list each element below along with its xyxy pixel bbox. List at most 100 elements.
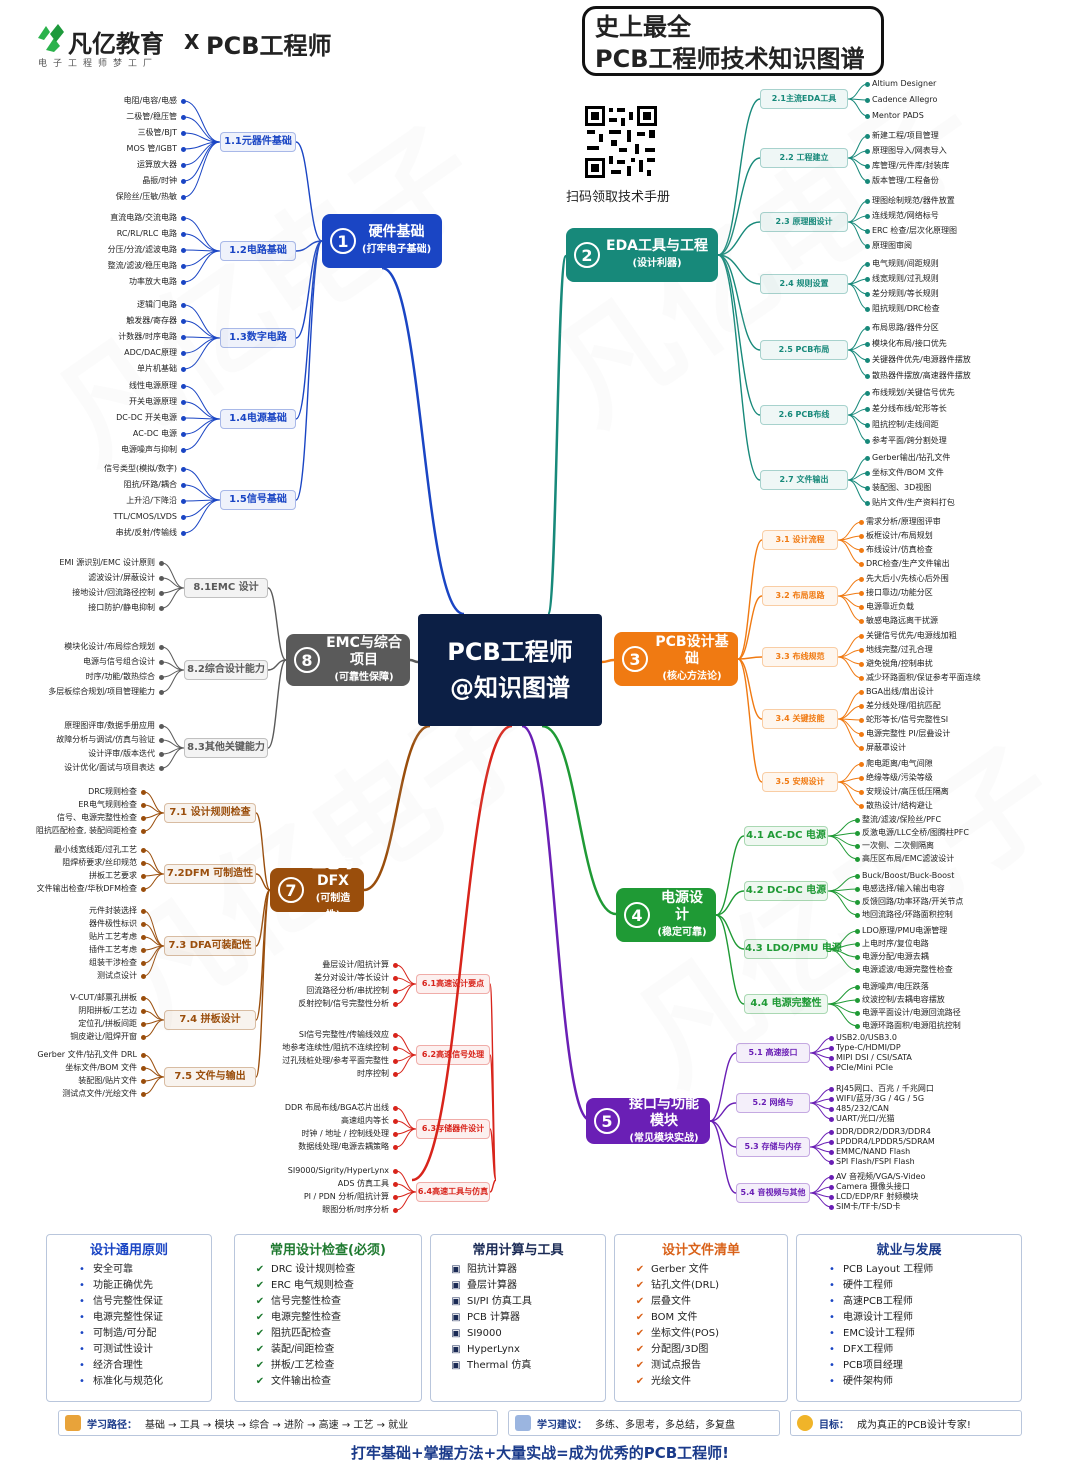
b7-group-4[interactable]: 7.4 拼板设计 xyxy=(164,1010,256,1030)
b1-group-2[interactable]: 1.2电路基础 xyxy=(220,241,296,261)
b8-group-3[interactable]: 8.3其他关键能力 xyxy=(184,738,268,758)
b2-group-4[interactable]: 2.4 规则设置 xyxy=(760,274,848,294)
b2-group-1[interactable]: 2.1主流EDA工具 xyxy=(760,89,848,109)
b7-g5-item-3: 装配图/贴片文件 xyxy=(78,1076,137,1085)
b3-group-1[interactable]: 3.1 设计流程 xyxy=(762,530,838,550)
b7-group-2[interactable]: 7.2DFM 可制造性 xyxy=(164,864,256,884)
b2-group-7[interactable]: 2.7 文件输出 xyxy=(760,470,848,490)
b4-g1-dot-2 xyxy=(855,831,860,836)
branch-3-node[interactable]: 3 PCB设计基础(核心方法论) xyxy=(614,632,738,686)
branch-5-node[interactable]: 5 接口与功能模块(常见模块实战) xyxy=(586,1096,710,1144)
b7-g3-dot-6 xyxy=(141,974,146,979)
b1-group-3[interactable]: 1.3数字电路 xyxy=(220,328,296,348)
b6-group-2[interactable]: 6.2高速信号处理 xyxy=(416,1045,490,1065)
b1-g5-dot-3 xyxy=(181,499,186,504)
b8-group-2[interactable]: 8.2综合设计能力 xyxy=(184,660,268,680)
b4-group-3[interactable]: 4.3 LDO/PMU 电源 xyxy=(744,939,842,959)
branch-7-number: 7 xyxy=(278,877,304,903)
b3-group-3[interactable]: 3.3 布线规范 xyxy=(762,647,838,667)
branch-2-node[interactable]: 2 EDA工具与工程(设计利器) xyxy=(566,228,718,282)
bullet-icon: • xyxy=(79,1312,85,1323)
b3-g1-dot-2 xyxy=(859,534,864,539)
b7-group-1[interactable]: 7.1 设计规则检查 xyxy=(164,803,256,823)
list-item: ▣HyperLynx xyxy=(449,1342,605,1358)
b5-group-3[interactable]: 5.3 存储与内存 xyxy=(736,1137,810,1157)
b2-group-2[interactable]: 2.2 工程建立 xyxy=(760,148,848,168)
branch-5-subtitle: (常见模块实战) xyxy=(629,1132,699,1144)
b1-group-1[interactable]: 1.1元器件基础 xyxy=(220,132,296,152)
b7-g4-item-1: V-CUT/邮票孔拼板 xyxy=(70,993,137,1002)
b6-g3-dot-3 xyxy=(393,1132,398,1137)
b4-g1-item-3: 一次侧、二次侧隔离 xyxy=(862,841,934,850)
b4-g1-dot-1 xyxy=(855,818,860,823)
qr-code-icon xyxy=(583,104,659,180)
b1-g3-item-2: 触发器/寄存器 xyxy=(126,316,177,325)
branch-4-number: 4 xyxy=(624,902,650,928)
branch-2-title: EDA工具与工程 xyxy=(606,238,709,254)
b3-g2-item-1: 先大后小/先核心后外围 xyxy=(866,574,949,583)
b2-group-6[interactable]: 2.6 PCB布线 xyxy=(760,405,848,425)
b3-group-5[interactable]: 3.5 安规设计 xyxy=(762,772,838,792)
b1-g3-dot-1 xyxy=(181,303,186,308)
b8-g1-dot-1 xyxy=(159,561,164,566)
bottom-box-3: 常用计算与工具▣阻抗计算器▣叠层计算器▣SI/PI 仿真工具▣PCB 计算器▣S… xyxy=(430,1234,606,1402)
bottom-box-2: 常用设计检查(必须)✔DRC 设计规则检查✔ERC 电气规则检查✔信号完整性检查… xyxy=(234,1234,422,1402)
b2-g7-item-2: 坐标文件/BOM 文件 xyxy=(872,468,944,477)
b1-g3-dot-3 xyxy=(181,335,186,340)
b7-group-3[interactable]: 7.3 DFA可装配性 xyxy=(164,936,256,956)
b7-g3-dot-2 xyxy=(141,922,146,927)
b2-group-3[interactable]: 2.3 原理图设计 xyxy=(760,212,848,232)
branch-8-node[interactable]: 8 EMC与综合项目(可靠性保障) xyxy=(286,634,410,686)
b5-group-2[interactable]: 5.2 网络与 xyxy=(736,1093,810,1113)
list-item-text: PCB Layout 工程师 xyxy=(843,1264,934,1275)
b2-g6-item-3: 阻抗控制/走线间距 xyxy=(872,420,939,429)
b5-g3-item-1: DDR/DDR2/DDR3/DDR4 xyxy=(836,1127,931,1136)
branch-4-node[interactable]: 4 电源设计(稳定可靠) xyxy=(616,888,716,942)
b4-group-1[interactable]: 4.1 AC-DC 电源 xyxy=(744,826,828,846)
branch-7-node[interactable]: 7 工艺与DFX(可制造性) xyxy=(270,856,364,921)
list-item-text: 硬件工程师 xyxy=(843,1280,893,1291)
list-item: ✔Gerber 文件 xyxy=(633,1262,787,1278)
b3-g5-dot-4 xyxy=(859,804,864,809)
b1-g5-dot-2 xyxy=(181,483,186,488)
b5-group-4[interactable]: 5.4 音视频与其他 xyxy=(736,1183,810,1203)
b7-g3-item-1: 元件封装选择 xyxy=(89,906,137,915)
b6-g3-item-2: 高速组内等长 xyxy=(341,1116,389,1125)
b3-g3-dot-3 xyxy=(859,662,864,667)
b5-g4-item-1: AV 音视频/VGA/S-Video xyxy=(836,1172,926,1181)
brand-subtitle: 电子工程师梦工厂 xyxy=(38,59,159,69)
b6-group-3[interactable]: 6.3存储器件设计 xyxy=(416,1119,490,1139)
b7-group-5[interactable]: 7.5 文件与输出 xyxy=(164,1067,256,1087)
bullet-icon: • xyxy=(829,1264,835,1275)
b4-group-2[interactable]: 4.2 DC-DC 电源 xyxy=(744,881,828,901)
b7-g2-dot-3 xyxy=(141,874,146,879)
b8-group-1[interactable]: 8.1EMC 设计 xyxy=(184,578,268,598)
b2-g4-item-4: 阻抗规则/DRC检查 xyxy=(872,304,940,313)
b1-g3-dot-4 xyxy=(181,351,186,356)
bottom-box-3-title: 常用计算与工具 xyxy=(472,1243,564,1258)
list-item-text: DFX工程师 xyxy=(843,1344,894,1355)
b4-g4-item-1: 电源噪声/电压跌落 xyxy=(862,982,929,991)
b7-g2-item-4: 文件输出检查/华秋DFM检查 xyxy=(36,884,137,893)
b2-group-5[interactable]: 2.5 PCB布局 xyxy=(760,340,848,360)
b4-group-4[interactable]: 4.4 电源完整性 xyxy=(744,994,828,1014)
b3-g1-item-1: 需求分析/原理图评审 xyxy=(866,517,941,526)
b1-group-5[interactable]: 1.5信号基础 xyxy=(220,490,296,510)
b6-group-4[interactable]: 6.4高速工具与仿真 xyxy=(416,1182,490,1202)
branch-1-node[interactable]: 1 硬件基础(打牢电子基础) xyxy=(322,214,442,268)
b1-g1-item-1: 电阻/电容/电感 xyxy=(123,96,177,105)
b5-group-1[interactable]: 5.1 高速接口 xyxy=(736,1043,810,1063)
list-item: •电源设计工程师 xyxy=(825,1310,1021,1326)
b6-group-1[interactable]: 6.1高速设计要点 xyxy=(416,974,490,994)
b3-group-4[interactable]: 3.4 关键技能 xyxy=(762,709,838,729)
b3-g3-dot-1 xyxy=(859,634,864,639)
bottom-box-2-list: ✔DRC 设计规则检查✔ERC 电气规则检查✔信号完整性检查✔电源完整性检查✔阻… xyxy=(235,1262,421,1390)
b6-g1-item-1: 叠层设计/阻抗计算 xyxy=(322,960,389,969)
b3-group-2[interactable]: 3.2 布局思路 xyxy=(762,586,838,606)
b1-group-4[interactable]: 1.4电源基础 xyxy=(220,409,296,429)
b5-g1-dot-4 xyxy=(829,1066,834,1071)
list-item: •可测试性设计 xyxy=(75,1342,211,1358)
b1-g1-item-4: MOS 管/IGBT xyxy=(126,144,177,153)
list-item-text: 安全可靠 xyxy=(93,1264,133,1275)
b6-g3-item-4: 数据线处理/电源去耦策略 xyxy=(298,1142,389,1151)
